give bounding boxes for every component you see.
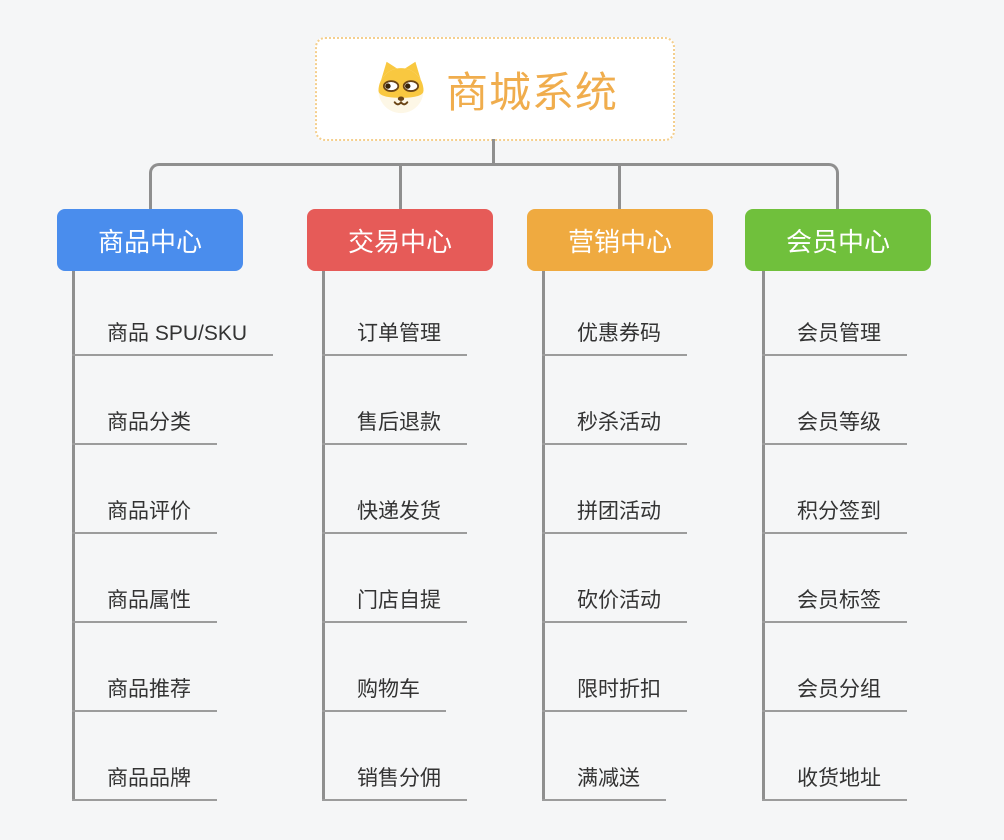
leaf-node[interactable]: 会员等级 xyxy=(762,412,907,445)
branch-children-column-trade: 订单管理 售后退款 快递发货 门店自提 购物车 销售分佣 xyxy=(322,271,632,806)
leaf-node[interactable]: 满减送 xyxy=(542,768,666,801)
branch-children-column-member: 会员管理 会员等级 积分签到 会员标签 会员分组 收货地址 xyxy=(762,271,1004,806)
leaf-node[interactable]: 售后退款 xyxy=(322,412,467,445)
leaf-node[interactable]: 优惠券码 xyxy=(542,323,687,356)
dog-face-icon xyxy=(372,60,430,119)
leaf-node[interactable]: 商品 SPU/SKU xyxy=(72,323,274,356)
leaf-node[interactable]: 会员标签 xyxy=(762,590,907,623)
branch-vertical-line xyxy=(322,271,325,801)
leaf-node[interactable]: 商品评价 xyxy=(72,501,217,534)
leaf-node[interactable]: 销售分佣 xyxy=(322,768,467,801)
branch-vertical-line xyxy=(762,271,765,801)
branch-label: 会员中心 xyxy=(785,226,890,257)
connector-drop-marketing xyxy=(618,164,621,210)
leaf-node[interactable]: 快递发货 xyxy=(322,501,467,534)
branch-node-member-center[interactable]: 会员中心 xyxy=(745,209,931,271)
branch-label: 交易中心 xyxy=(347,226,452,257)
branch-children-column-product: 商品 SPU/SKU 商品分类 商品评价 商品属性 商品推荐 商品品牌 xyxy=(72,271,382,806)
connector-drop-trade xyxy=(399,164,402,210)
branch-vertical-line xyxy=(72,271,75,801)
connector-horizontal-trunk xyxy=(149,163,839,210)
leaf-node[interactable]: 收货地址 xyxy=(762,768,907,801)
branch-node-trade-center[interactable]: 交易中心 xyxy=(307,209,493,271)
leaf-node[interactable]: 门店自提 xyxy=(322,590,467,623)
leaf-node[interactable]: 会员管理 xyxy=(762,323,907,356)
leaf-node[interactable]: 购物车 xyxy=(322,679,446,712)
leaf-node[interactable]: 砍价活动 xyxy=(542,590,687,623)
branch-vertical-line xyxy=(542,271,545,801)
leaf-node[interactable]: 会员分组 xyxy=(762,679,907,712)
leaf-node[interactable]: 积分签到 xyxy=(762,501,907,534)
branch-label: 商品中心 xyxy=(97,226,202,257)
root-title: 商城系统 xyxy=(445,68,618,116)
branch-children-column-marketing: 优惠券码 秒杀活动 拼团活动 砍价活动 限时折扣 满减送 xyxy=(542,271,852,806)
leaf-node[interactable]: 商品属性 xyxy=(72,590,217,623)
branch-node-product-center[interactable]: 商品中心 xyxy=(57,209,243,271)
leaf-node[interactable]: 商品推荐 xyxy=(72,679,217,712)
leaf-node[interactable]: 秒杀活动 xyxy=(542,412,687,445)
connector-root-drop xyxy=(492,139,495,166)
leaf-node[interactable]: 商品分类 xyxy=(72,412,217,445)
root-node[interactable]: 商城系统 xyxy=(315,37,675,141)
leaf-node[interactable]: 商品品牌 xyxy=(72,768,217,801)
leaf-node[interactable]: 限时折扣 xyxy=(542,679,687,712)
branch-node-marketing-center[interactable]: 营销中心 xyxy=(527,209,713,271)
branch-label: 营销中心 xyxy=(567,226,672,257)
leaf-node[interactable]: 订单管理 xyxy=(322,323,467,356)
leaf-node[interactable]: 拼团活动 xyxy=(542,501,687,534)
